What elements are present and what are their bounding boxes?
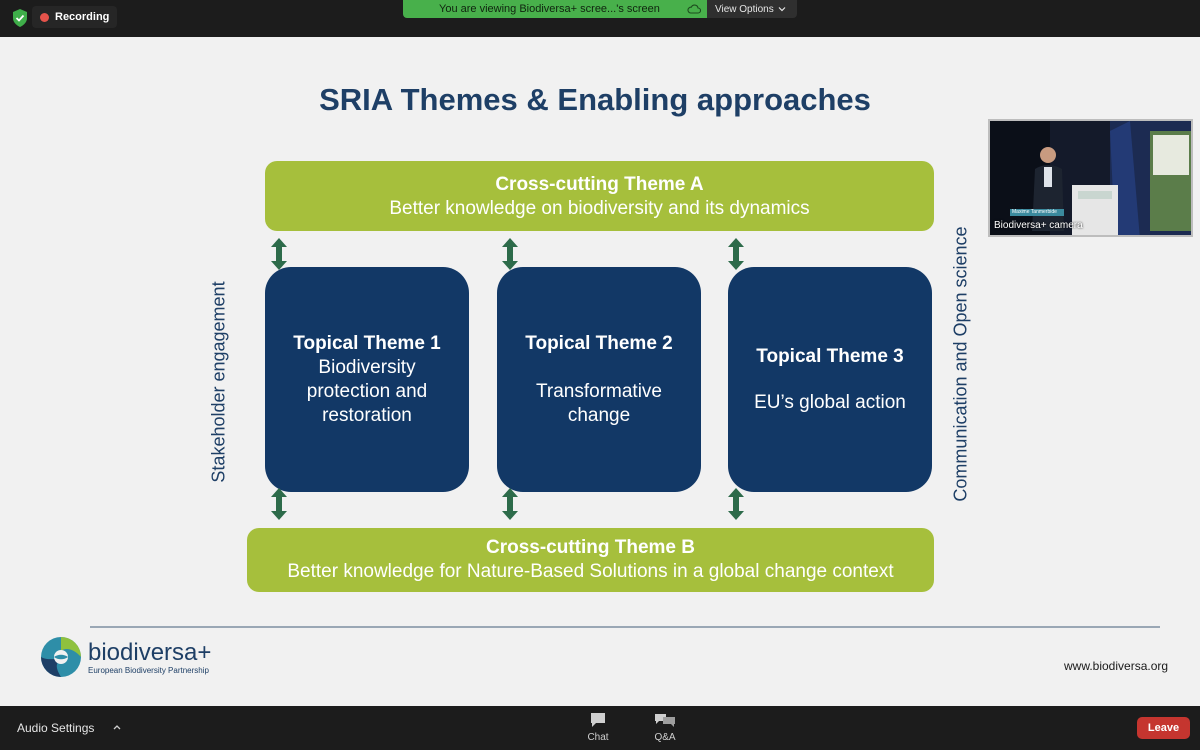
topical-theme-1-line1: Biodiversity [318,356,416,378]
double-arrow-icon [502,488,518,520]
screen-share-banner: You are viewing Biodiversa+ scree...'s s… [403,0,707,18]
recording-label: Recording [55,11,110,23]
topical-theme-3: Topical Theme 3 EU’s global action [728,267,932,492]
topical-theme-2-spacer [497,356,701,380]
topical-theme-2-line2: Transformative [536,380,662,402]
bottom-toolbar: Audio Settings Chat Q&A Leave [0,706,1200,750]
recording-indicator[interactable]: Recording [32,6,118,28]
qa-icon [655,714,675,727]
topical-theme-2: Topical Theme 2 Transformative change [497,267,701,492]
theme-a-title: Cross-cutting Theme A [495,174,704,195]
footer-divider [90,626,1160,628]
camera-label: Biodiversa+ camera [994,220,1083,231]
camera-name-tag: Maxime Tanmerbide [1010,209,1064,216]
chat-button[interactable]: Chat [573,712,623,743]
leave-button[interactable]: Leave [1137,717,1190,739]
camera-video-feed [990,121,1191,235]
qa-label: Q&A [654,732,676,743]
slide-title: SRIA Themes & Enabling approaches [319,82,871,117]
camera-thumbnail[interactable]: Maxime Tanmerbide Biodiversa+ camera [988,119,1193,237]
chevron-up-icon[interactable] [112,723,122,731]
biodiversa-logo-icon [41,637,81,677]
topical-theme-2-title: Topical Theme 2 [525,332,673,354]
cross-cutting-theme-a: Cross-cutting Theme A Better knowledge o… [265,161,934,231]
topical-theme-1-line3: restoration [322,404,412,426]
shield-check-icon[interactable] [12,9,28,27]
chat-label: Chat [587,732,609,743]
communication-open-science-label: Communication and Open science [950,226,971,502]
topical-theme-3-title: Topical Theme 3 [756,345,904,367]
audio-settings-button[interactable]: Audio Settings [17,721,95,735]
cloud-icon [687,4,701,14]
theme-a-subtitle: Better knowledge on biodiversity and its… [389,198,810,219]
qa-button[interactable]: Q&A [640,712,690,743]
viewing-text: You are viewing Biodiversa+ scree...'s s… [439,3,660,15]
chat-icon [591,713,605,727]
view-options-button[interactable]: View Options [707,0,797,18]
stakeholder-engagement-label: Stakeholder engagement [208,281,229,483]
chevron-down-icon [778,7,786,12]
double-arrow-icon [502,238,518,270]
top-bar: Recording You are viewing Biodiversa+ sc… [0,0,1200,37]
logo-wordmark: biodiversa+ [88,639,212,666]
view-options-label: View Options [715,3,774,15]
topical-theme-1-line2: protection and [306,380,428,402]
double-arrow-icon [728,238,744,270]
topical-theme-2-line3: change [567,404,631,426]
double-arrow-icon [728,488,744,520]
recording-dot-icon [40,12,49,22]
theme-b-title: Cross-cutting Theme B [485,537,696,558]
topical-theme-1: Topical Theme 1 Biodiversity protection … [265,267,469,492]
topical-theme-3-spacer [728,369,932,391]
double-arrow-icon [271,488,287,520]
logo-subtitle: European Biodiversity Partnership [88,666,209,675]
topical-theme-3-line2: EU’s global action [754,391,906,413]
topical-theme-1-title: Topical Theme 1 [293,332,441,354]
website-url: www.biodiversa.org [1064,659,1169,673]
double-arrow-icon [271,238,287,270]
cross-cutting-theme-b: Cross-cutting Theme B Better knowledge f… [247,528,934,592]
theme-b-subtitle: Better knowledge for Nature-Based Soluti… [287,561,894,582]
